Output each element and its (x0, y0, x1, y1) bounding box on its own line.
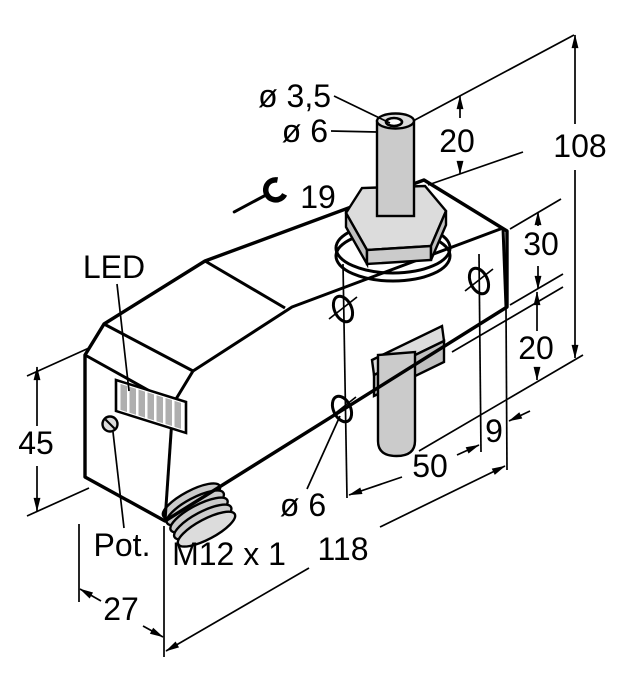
dim-label-hole-diameter: ø 6 (280, 487, 326, 523)
dim-label-hole-edge-offset: 9 (485, 413, 503, 449)
hole-centerline-right (478, 253, 482, 453)
mounting-hole (467, 266, 491, 296)
dim-label-body-depth: 27 (103, 591, 139, 627)
led-bar (138, 389, 145, 418)
thread-ridge (176, 510, 237, 548)
leader-pot (112, 431, 125, 529)
dim-27-right (142, 625, 164, 638)
body-silhouette (83, 178, 509, 523)
dim-27-left (79, 588, 102, 602)
hole-centerline-left (342, 263, 348, 499)
annotations: ø 3,5 ø 6 20 108 19 30 20 LED 45 9 50 ø … (18, 78, 606, 627)
m12-connector (161, 482, 237, 548)
bottom-tube (376, 350, 417, 458)
ext-head-top (509, 198, 562, 230)
ext-nut-level (427, 151, 524, 186)
dim-label-tube-bottom-length: 20 (518, 330, 554, 366)
label-pot: Pot. (94, 527, 151, 563)
wrench-icon (232, 177, 289, 214)
label-wrench-size: 19 (300, 179, 336, 215)
dim-label-head-height: 30 (523, 226, 559, 262)
label-thread: M12 x 1 (172, 536, 286, 572)
led-bar (147, 392, 154, 421)
dim-50-right (456, 444, 480, 456)
mounting-hole (330, 394, 354, 424)
hole-slash (328, 296, 358, 320)
dimension-lines (33, 34, 579, 652)
dim-label-overall-height: 108 (553, 128, 606, 164)
led-bar (129, 386, 136, 415)
dim-label-tube-top-length: 20 (439, 123, 475, 159)
lower-process-fitting (370, 324, 446, 458)
extension-lines (26, 34, 584, 657)
wrench-head (262, 177, 289, 203)
dim-9-right (508, 410, 531, 422)
dim-50-left (348, 476, 403, 496)
dim-label-body-height: 45 (18, 425, 54, 461)
head-right-edge (501, 227, 508, 308)
ext-tube-bottom (418, 354, 584, 452)
hole-slash (327, 396, 357, 420)
mounting-hole (331, 294, 355, 324)
dim-label-overall-length: 118 (317, 531, 368, 567)
dim-118-left (165, 567, 310, 652)
ext-head-corner (505, 308, 508, 471)
wrench-handle (232, 193, 268, 214)
top-fitting (334, 112, 452, 283)
top-tube (375, 119, 416, 218)
mounting-holes (327, 266, 494, 424)
leader-tip-diameter (333, 95, 391, 124)
leader-hole-diameter (306, 415, 341, 490)
head-left-step-edge (204, 259, 286, 310)
dim-label-hole-spacing: 50 (412, 448, 448, 484)
potentiometer (101, 415, 119, 433)
ext-tube-top (412, 34, 575, 122)
led-bar (120, 383, 127, 412)
dim-label-tube-diameter: ø 6 (282, 113, 328, 149)
led-window (114, 378, 188, 435)
hex-nut-facet-front (365, 244, 433, 266)
dim-label-tip-diameter: ø 3,5 (258, 78, 331, 114)
pot-slot (104, 418, 116, 430)
leader-lines (112, 95, 391, 529)
led-bar (165, 398, 172, 427)
dim-118-right (379, 465, 506, 528)
leader-led (116, 283, 130, 392)
label-led: LED (83, 249, 145, 285)
hex-nut-facet-right (429, 210, 448, 261)
led-bar (174, 400, 181, 429)
ext-lower-hex (451, 286, 564, 353)
leader-tube-diameter (330, 130, 378, 133)
led-bar (156, 395, 163, 424)
